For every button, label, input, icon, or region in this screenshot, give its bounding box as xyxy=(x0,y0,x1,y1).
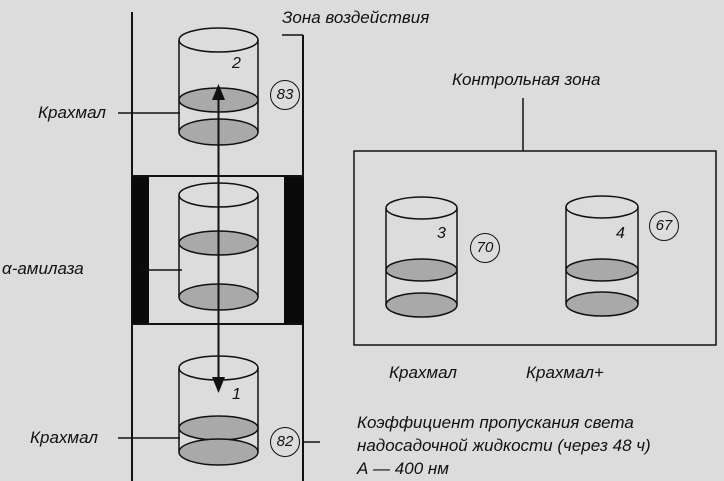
caption-line-1: Коэффициент пропускания света xyxy=(357,413,634,432)
control-zone-label: Контрольная зона xyxy=(452,70,601,89)
value-70-circle: 70 xyxy=(470,233,500,263)
vessel-4 xyxy=(565,195,639,317)
arrow-up-head xyxy=(212,84,225,100)
vessel-3-number: 3 xyxy=(437,225,446,242)
value-83-circle: 83 xyxy=(270,80,300,110)
arrow-down-head xyxy=(212,377,225,393)
caption-line-2: надосадочной жидкости (через 48 ч) xyxy=(357,436,651,455)
starch-plus-label: Крахмал+ xyxy=(526,363,604,382)
vessel-3 xyxy=(385,196,458,318)
starch-control-label: Крахмал xyxy=(389,363,457,382)
starch-top-label: Крахмал xyxy=(38,103,106,122)
impact-zone-label: Зона воздействия xyxy=(282,8,430,27)
vessel-4-number: 4 xyxy=(616,225,625,242)
value-67-circle: 67 xyxy=(649,211,679,241)
control-zone-box xyxy=(353,150,717,346)
caption-line-3: А — 400 нм xyxy=(357,459,449,478)
amylase-block-right xyxy=(284,176,304,324)
starch-bottom-label: Крахмал xyxy=(30,428,98,447)
vessel-1-number: 1 xyxy=(232,386,241,403)
vessel-2-number: 2 xyxy=(232,55,241,72)
value-82-circle: 82 xyxy=(270,427,300,457)
amylase-label: α-амилаза xyxy=(2,259,84,278)
amylase-block-left xyxy=(132,176,149,324)
